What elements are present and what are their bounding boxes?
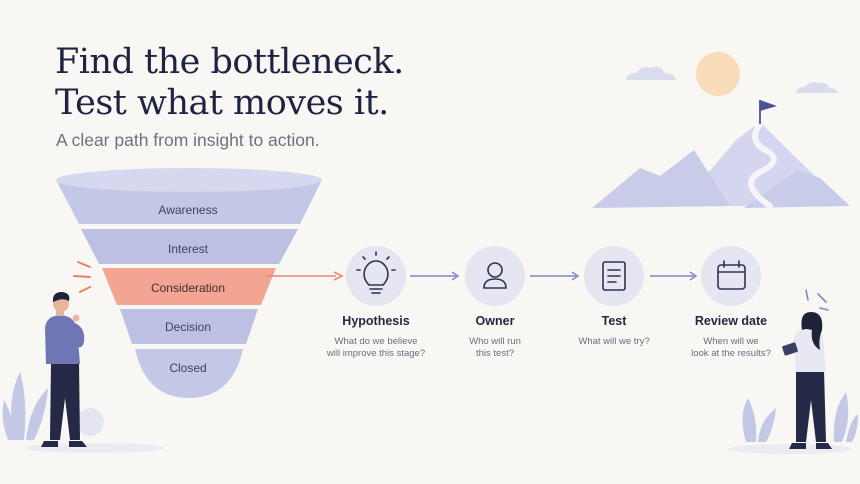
cloud-right-icon	[796, 82, 838, 93]
woman-figure	[728, 289, 858, 454]
step-owner-question: Who will run this test?	[469, 336, 521, 359]
man-legs	[50, 362, 80, 440]
step-hypothesis: Hypothesis What do we believe will impro…	[311, 314, 441, 360]
funnel-stage-closed	[135, 349, 243, 398]
calendar-icon	[717, 260, 746, 290]
funnel-rim	[56, 168, 322, 192]
step-test-title: Test	[601, 314, 627, 328]
attention-marks-right-icon	[805, 289, 829, 311]
mountain-landscape	[592, 52, 850, 209]
woman-hair	[801, 312, 823, 350]
headline: Find the bottleneck. Test what moves it.	[55, 42, 404, 124]
sun-icon	[696, 52, 740, 96]
step-hypothesis-question: What do we believe will improve this sta…	[326, 336, 426, 359]
connector-2-arrowhead-icon	[571, 271, 580, 281]
funnel-diagram	[56, 168, 344, 398]
mountain-path	[748, 121, 777, 209]
flag-icon	[760, 100, 777, 111]
funnel-stage-awareness	[56, 180, 322, 224]
man-arm	[70, 322, 85, 348]
funnel-label-consideration: Consideration	[150, 281, 226, 295]
subtitle: A clear path from insight to action.	[56, 130, 320, 150]
step-owner: Owner Who will run this test?	[430, 314, 560, 360]
plant-left-icon	[2, 372, 48, 440]
funnel-label-awareness: Awareness	[158, 203, 218, 217]
headline-line-1: Find the bottleneck.	[55, 42, 404, 82]
cloud-left-icon	[626, 66, 676, 80]
funnel-stage-decision	[120, 309, 258, 344]
step-owner-title: Owner	[475, 314, 515, 328]
headline-line-2: Test what moves it.	[55, 83, 389, 123]
man-hand	[72, 314, 80, 322]
thinking-man-figure	[2, 292, 165, 453]
checklist-icon	[602, 261, 626, 291]
step-test-question: What will we try?	[578, 336, 650, 347]
user-icon	[483, 262, 507, 289]
owner-icon-circle	[465, 246, 525, 306]
funnel-label-decision: Decision	[164, 320, 212, 334]
plant-right-icon	[742, 392, 858, 442]
connector-3-arrowhead-icon	[689, 271, 698, 281]
step-review-date: Review date When will we look at the res…	[666, 314, 796, 360]
hypothesis-icon-circle	[346, 246, 406, 306]
man-hair	[52, 292, 70, 302]
tablet-icon	[782, 342, 798, 356]
funnel-label-interest: Interest	[167, 242, 209, 256]
woman-legs	[796, 370, 826, 442]
woman-torso	[794, 328, 826, 372]
step-test: Test What will we try?	[549, 314, 679, 348]
step-hypothesis-title: Hypothesis	[342, 314, 410, 328]
step-icons	[346, 246, 761, 306]
funnel-stage-interest	[81, 229, 298, 264]
mountain-left	[592, 150, 730, 208]
attention-marks-icon	[73, 261, 91, 293]
connector-1-arrowhead-icon	[451, 271, 460, 281]
lightbulb-icon	[356, 251, 396, 294]
review-icon-circle	[701, 246, 761, 306]
step-review-date-title: Review date	[694, 314, 768, 328]
funnel-label-closed: Closed	[169, 361, 207, 375]
mountain-right	[744, 170, 850, 208]
funnel-arrowhead-icon	[333, 271, 344, 281]
step-review-date-question: When will we look at the results?	[691, 336, 771, 359]
funnel-stage-consideration	[102, 268, 276, 305]
